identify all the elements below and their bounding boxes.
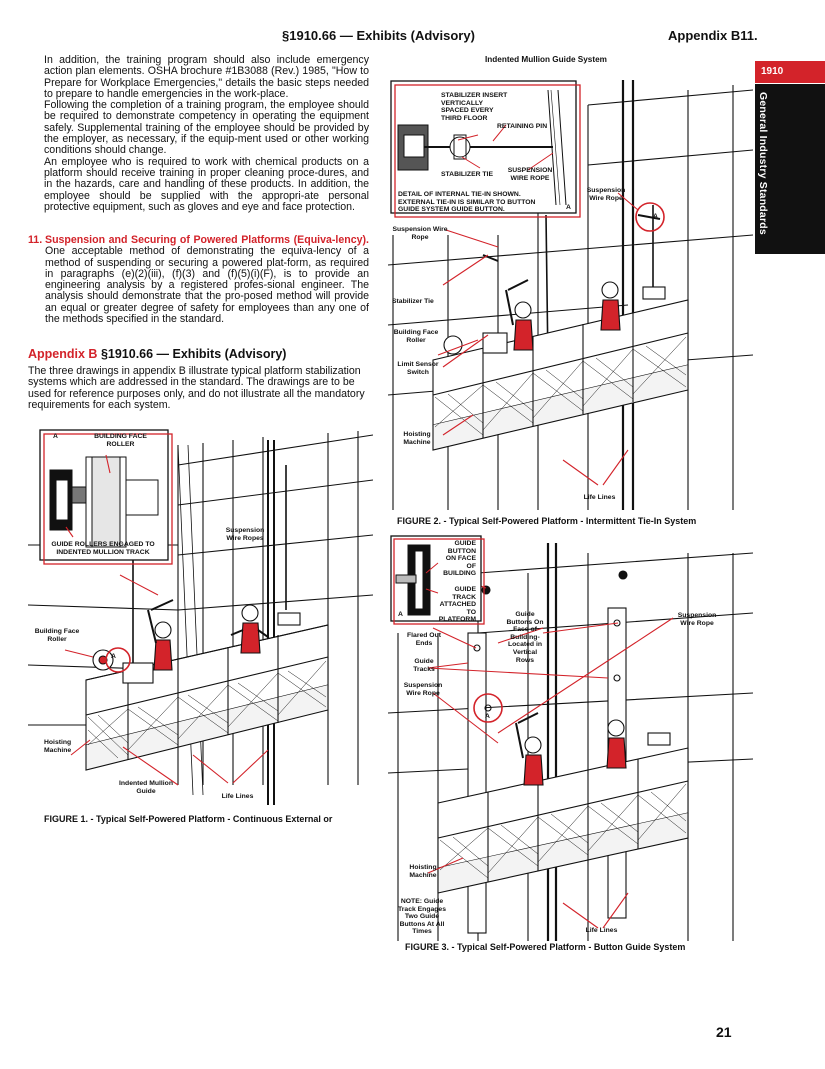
figure-3-drawing bbox=[388, 535, 753, 941]
figure-3-caption: FIGURE 3. - Typical Self-Powered Platfor… bbox=[405, 942, 686, 952]
item-11-number: 11. bbox=[28, 234, 43, 246]
fig3-label-flared: Flared Out Ends bbox=[407, 632, 441, 647]
item-11: 11. Suspension and Securing of Powered P… bbox=[28, 234, 369, 326]
fig1-inset-title: BUILDING FACE ROLLER bbox=[94, 433, 147, 448]
fig1-inset-bottom: GUIDE ROLLERS ENGAGED TO INDENTED MULLIO… bbox=[51, 541, 155, 556]
side-tab-number: 1910 bbox=[755, 61, 825, 83]
paragraph-chemical: An employee who is required to work with… bbox=[44, 155, 369, 213]
fig2-label-limit: Limit Sensor Switch bbox=[397, 361, 439, 376]
fig1-label-indented: Indented Mullion Guide bbox=[119, 780, 173, 795]
running-header-section: §1910.66 — Exhibits (Advisory) bbox=[282, 28, 475, 43]
paragraph-emergency: In addition, the training program should… bbox=[44, 54, 369, 100]
fig2-label-stabilizer-tie: Stabilizer Tie bbox=[392, 298, 434, 305]
figure-2-drawing bbox=[388, 80, 753, 510]
fig1-label-suspension: Suspension Wire Ropes bbox=[225, 527, 265, 542]
appendix-heading-black: §1910.66 — Exhibits (Advisory) bbox=[100, 347, 287, 361]
fig2-label-lifelines: Life Lines bbox=[583, 494, 616, 501]
figure-2-caption: FIGURE 2. - Typical Self-Powered Platfor… bbox=[397, 516, 697, 526]
fig3-inset-a: A bbox=[398, 611, 403, 618]
fig3-label-hoisting: Hoisting Machine bbox=[409, 864, 437, 879]
fig2-inset-a: A bbox=[566, 204, 571, 211]
fig1-label-a: A bbox=[111, 653, 116, 660]
fig1-inset-a: A bbox=[53, 433, 58, 440]
fig2-inset-retaining-pin: RETAINING PIN bbox=[497, 123, 548, 130]
item-11-body: One acceptable method of demonstrating t… bbox=[45, 245, 369, 326]
side-tab-bar: General Industry Standards bbox=[755, 84, 825, 254]
figure-1-caption: FIGURE 1. - Typical Self-Powered Platfor… bbox=[44, 814, 333, 824]
figure-1-drawing bbox=[28, 429, 373, 805]
fig2-label-suspension-left: Suspension Wire Rope bbox=[392, 226, 448, 241]
fig2-label-roller: Building Face Roller bbox=[393, 329, 439, 344]
fig1-label-hoisting: Hoisting Machine bbox=[44, 739, 72, 754]
fig3-label-a: A bbox=[485, 713, 490, 720]
fig2-inset-stabilizer-tie: STABILIZER TIE bbox=[441, 171, 493, 178]
item-11-title: Suspension and Securing of Powered Platf… bbox=[45, 234, 369, 246]
fig2-inset-detail: DETAIL OF INTERNAL TIE-IN SHOWN. EXTERNA… bbox=[398, 191, 536, 214]
fig2-label-suspension-right: Suspension Wire Rope bbox=[586, 187, 626, 202]
appendix-heading: Appendix B §1910.66 — Exhibits (Advisory… bbox=[28, 347, 286, 361]
fig2-inset-stabilizer-insert: STABILIZER INSERT VERTICALLY SPACED EVER… bbox=[441, 92, 508, 122]
fig2-label-a: A bbox=[653, 213, 658, 220]
fig3-inset-guide-track: GUIDE TRACK ATTACHED TO PLATFORM bbox=[438, 586, 476, 624]
fig2-top-label: Indented Mullion Guide System bbox=[485, 55, 607, 64]
fig1-label-roller: Building Face Roller bbox=[34, 628, 80, 643]
running-header-appendix: Appendix B11. bbox=[668, 28, 758, 43]
page-number: 21 bbox=[716, 1024, 732, 1040]
fig2-label-hoisting: Hoisting Machine bbox=[403, 431, 431, 446]
appendix-intro: The three drawings in appendix B illustr… bbox=[28, 365, 365, 411]
fig3-label-note: NOTE: Guide Track Engages Two Guide Butt… bbox=[398, 898, 446, 936]
fig3-label-lifelines: Life Lines bbox=[585, 927, 618, 934]
fig3-label-guide-tracks: Guide Tracks bbox=[413, 658, 435, 673]
fig3-label-suspension-right: Suspension Wire Rope bbox=[677, 612, 717, 627]
appendix-heading-red: Appendix B bbox=[28, 347, 98, 361]
fig1-label-lifelines: Life Lines bbox=[221, 793, 254, 800]
training-paragraphs: In addition, the training program should… bbox=[44, 54, 369, 213]
fig3-label-suspension-left: Suspension Wire Rope bbox=[403, 682, 443, 697]
fig3-inset-guide-button: GUIDE BUTTON ON FACE OF BUILDING bbox=[443, 540, 476, 578]
fig3-label-guide-buttons: Guide Buttons On Face of Building-Locate… bbox=[506, 611, 544, 664]
paragraph-competency: Following the completion of a training p… bbox=[44, 99, 369, 157]
fig2-inset-suspension: SUSPENSION WIRE ROPE bbox=[507, 167, 553, 182]
side-tab-label: General Industry Standards bbox=[757, 92, 769, 235]
